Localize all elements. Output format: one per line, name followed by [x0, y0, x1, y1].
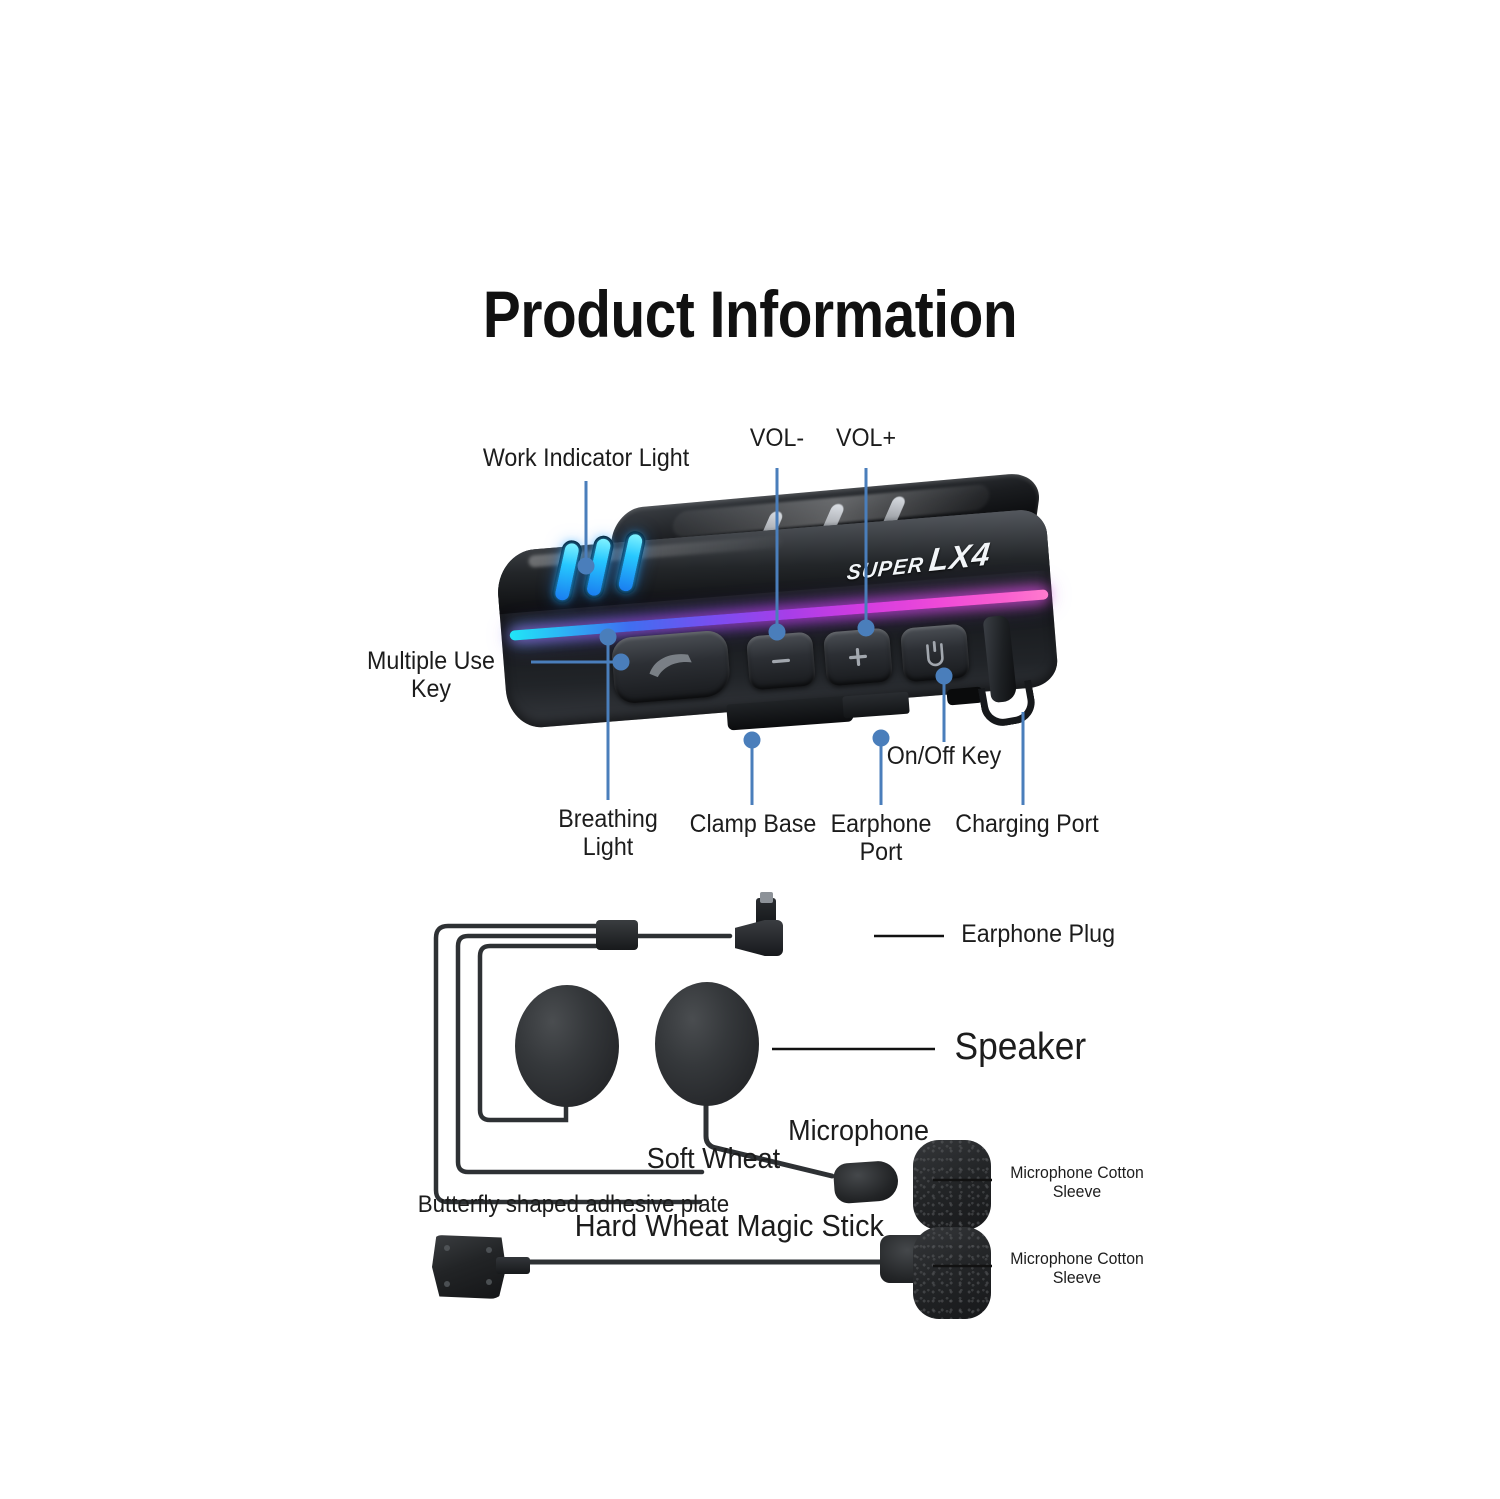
- label-charging-port: Charging Port: [955, 810, 1099, 838]
- label-on-off-key: On/Off Key: [886, 742, 1002, 770]
- bluetooth-headset-illustration: SUPERLX4: [494, 471, 1075, 748]
- page-title: Product Information: [482, 277, 1018, 351]
- power-icon: [900, 623, 970, 682]
- earphone-plug-body: [735, 920, 783, 956]
- label-multiple-use-key: Multiple Use Key: [367, 647, 495, 703]
- multiple-use-key-button[interactable]: [610, 629, 732, 705]
- label-vol-minus: VOL-: [749, 424, 805, 452]
- earphone-plug-tip: [760, 892, 773, 903]
- label-vol-plus: VOL+: [835, 424, 897, 452]
- label-speaker: Speaker: [954, 1026, 1087, 1068]
- label-hard-wheat-magic-stick: Hard Wheat Magic Stick: [574, 1208, 884, 1243]
- label-butterfly-adhesive-plate: Butterfly shaped adhesive plate: [417, 1191, 730, 1218]
- label-soft-wheat: Soft Wheat: [646, 1143, 781, 1175]
- brand-model: LX4: [927, 535, 993, 579]
- work-indicator-lights: [550, 527, 678, 612]
- butterfly-adhesive-plate: [432, 1235, 506, 1299]
- label-microphone: Microphone: [788, 1115, 930, 1147]
- label-microphone-cotton-sleeve-2: Microphone Cotton Sleeve: [1010, 1249, 1144, 1288]
- butterfly-plate-stem: [496, 1257, 530, 1274]
- clamp-base-secondary: [842, 691, 910, 719]
- brand-prefix: SUPER: [845, 553, 926, 585]
- label-microphone-cotton-sleeve-1: Microphone Cotton Sleeve: [1010, 1163, 1144, 1202]
- label-clamp-base: Clamp Base: [689, 810, 817, 838]
- label-work-indicator-light: Work Indicator Light: [482, 444, 690, 472]
- earphone-plug-neck: [756, 898, 776, 926]
- label-breathing-light: Breathing Light: [558, 805, 658, 861]
- microphone-cotton-sleeve-2: [913, 1227, 991, 1319]
- microphone-cotton-sleeve-1: [913, 1140, 991, 1230]
- volume-down-button[interactable]: [745, 631, 817, 691]
- power-button[interactable]: [899, 623, 971, 683]
- minus-icon: [746, 631, 816, 690]
- speaker-right: [655, 982, 759, 1106]
- phone-icon: [611, 629, 732, 704]
- label-earphone-plug: Earphone Plug: [961, 920, 1116, 948]
- label-earphone-port: Earphone Port: [830, 810, 932, 866]
- plus-icon: [823, 627, 893, 686]
- cable-junction-block: [596, 920, 638, 950]
- volume-up-button[interactable]: [822, 627, 894, 687]
- charging-port-flap-tab: [977, 679, 1039, 730]
- speaker-left: [515, 985, 619, 1107]
